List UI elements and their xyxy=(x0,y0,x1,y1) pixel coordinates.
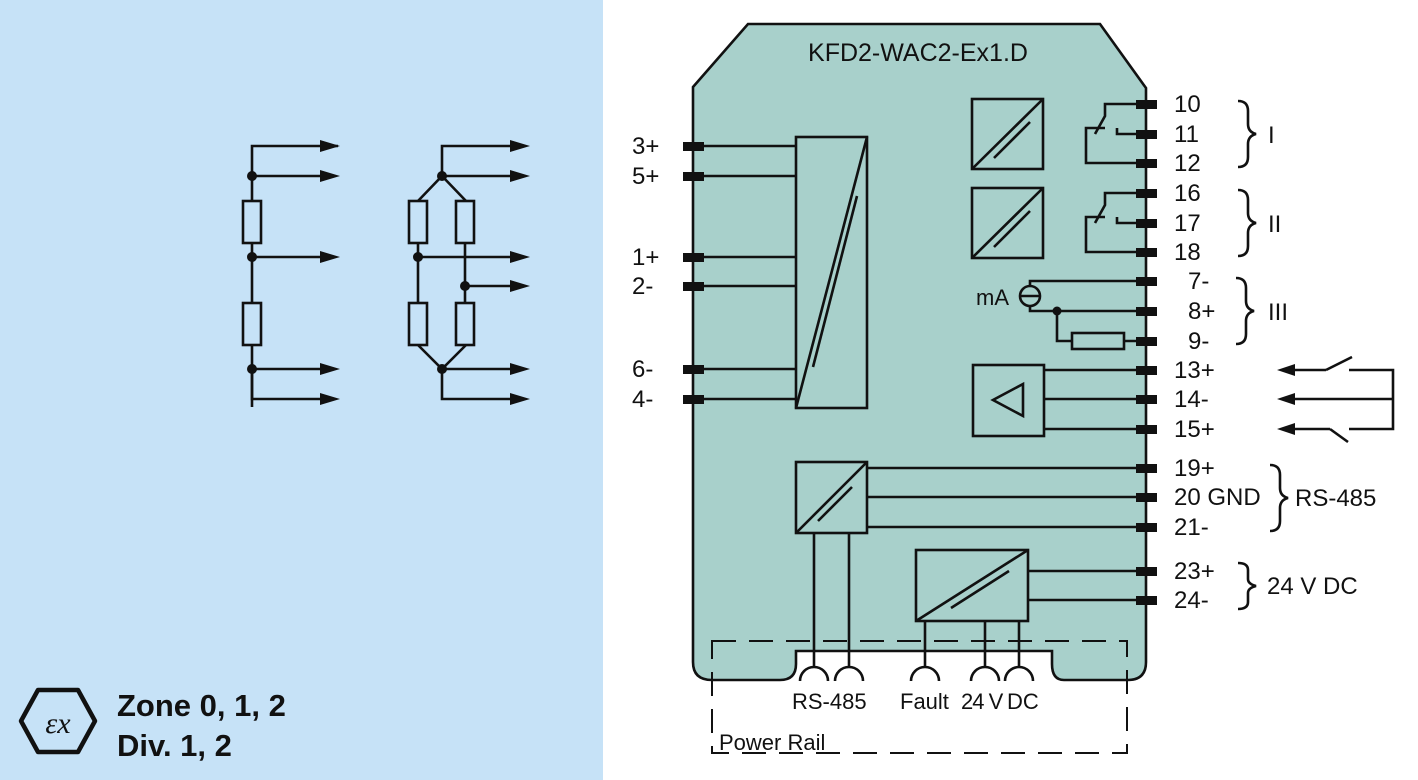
arrow-icon xyxy=(320,363,340,375)
terminal-label: 10 xyxy=(1174,91,1201,118)
group-label-relay-1: I xyxy=(1268,122,1275,149)
terminal[interactable] xyxy=(1136,596,1157,605)
terminal[interactable] xyxy=(1136,464,1157,473)
terminal-label: 5+ xyxy=(632,163,659,190)
terminal-label: 16 xyxy=(1174,180,1201,207)
resistor-icon xyxy=(407,199,429,245)
resistor-icon xyxy=(241,199,263,245)
left-terminals xyxy=(683,142,704,404)
left-terminal-wires xyxy=(693,144,796,401)
rail-label-rs485: RS-485 xyxy=(792,689,867,714)
terminal[interactable] xyxy=(683,395,704,404)
terminal-label: 14- xyxy=(1174,386,1209,413)
external-switch-circuit xyxy=(1277,355,1395,444)
terminal[interactable] xyxy=(1136,100,1157,109)
terminal[interactable] xyxy=(1136,277,1157,286)
terminal[interactable] xyxy=(1136,219,1157,228)
terminal[interactable] xyxy=(1136,395,1157,404)
terminal-label: 12 xyxy=(1174,150,1201,177)
terminal[interactable] xyxy=(683,142,704,151)
ma-label: mA xyxy=(976,285,1009,310)
terminal[interactable] xyxy=(1136,189,1157,198)
terminal[interactable] xyxy=(683,365,704,374)
terminal[interactable] xyxy=(1136,493,1157,502)
group-label-current-output: III xyxy=(1268,299,1288,326)
potentiometer-circuit xyxy=(241,140,340,407)
rail-label-fault: Fault xyxy=(900,689,949,714)
arrow-icon xyxy=(510,170,530,182)
arrow-icon xyxy=(1277,423,1295,435)
arrow-icon xyxy=(510,251,530,263)
terminal[interactable] xyxy=(1136,337,1157,346)
arrow-icon xyxy=(510,140,530,152)
group-label-rs485: RS-485 xyxy=(1295,485,1376,512)
power-rail-label: Power Rail xyxy=(719,730,825,755)
arrow-icon xyxy=(1277,393,1295,405)
arrow-icon xyxy=(1277,364,1295,376)
terminal-label: 18 xyxy=(1174,239,1201,266)
power-rail-contacts xyxy=(798,665,1035,682)
terminal[interactable] xyxy=(1136,425,1157,434)
resistor-icon xyxy=(241,301,263,347)
control-input-block xyxy=(971,363,1046,438)
terminal-label: 7- xyxy=(1188,268,1209,295)
group-label-relay-2: II xyxy=(1268,211,1281,238)
terminal[interactable] xyxy=(1136,159,1157,168)
terminal-label: 6- xyxy=(632,356,653,383)
arrow-icon xyxy=(320,170,340,182)
terminal-label: 11 xyxy=(1174,121,1199,148)
switch-icon xyxy=(1325,355,1353,372)
device-title: KFD2-WAC2-Ex1.D xyxy=(808,39,1028,67)
group-label-power: 24 V DC xyxy=(1267,573,1358,600)
power-rail-boundary xyxy=(711,640,1128,754)
current-output-circuit xyxy=(1018,279,1146,351)
sensor-connection-panel xyxy=(0,0,603,780)
terminal-label: 9- xyxy=(1188,328,1209,355)
arrow-icon xyxy=(510,393,530,405)
terminal[interactable] xyxy=(1136,523,1157,532)
terminal-label: 8+ xyxy=(1188,298,1215,325)
right-terminals xyxy=(1136,100,1157,605)
ex-hexagon-icon: εx xyxy=(18,687,98,755)
amplifier-icon xyxy=(990,381,1025,419)
switch-icon xyxy=(1329,427,1349,444)
terminal-label: 21- xyxy=(1174,514,1209,541)
terminal-label: 15+ xyxy=(1174,416,1215,443)
terminal-label: 20 GND xyxy=(1174,484,1261,511)
terminal[interactable] xyxy=(1136,366,1157,375)
terminal[interactable] xyxy=(1136,567,1157,576)
terminal-label: 3+ xyxy=(632,133,659,160)
resistor-icon xyxy=(454,301,476,347)
division-rating: Div. 1, 2 xyxy=(117,728,232,763)
terminal-label: 4- xyxy=(632,386,653,413)
terminal-label: 13+ xyxy=(1174,357,1215,384)
terminal-label: 17 xyxy=(1174,210,1201,237)
terminal[interactable] xyxy=(683,282,704,291)
zone-rating: Zone 0, 1, 2 xyxy=(117,688,286,723)
rail-label-dc: DC xyxy=(1007,689,1039,714)
terminal-label: 24- xyxy=(1174,587,1209,614)
svg-text:εx: εx xyxy=(45,707,71,740)
terminal-label: 1+ xyxy=(632,244,659,271)
resistor-icon xyxy=(407,301,429,347)
terminal-label: 2- xyxy=(632,273,653,300)
arrow-icon xyxy=(320,140,340,152)
terminal-label: 19+ xyxy=(1174,455,1215,482)
arrow-icon xyxy=(320,251,340,263)
arrow-icon xyxy=(510,363,530,375)
bridge-circuit xyxy=(407,140,530,405)
resistor-icon xyxy=(1070,331,1126,351)
arrow-icon xyxy=(510,280,530,292)
rail-label-24v: 24 V xyxy=(961,689,1004,714)
terminal[interactable] xyxy=(683,172,704,181)
terminal[interactable] xyxy=(683,253,704,262)
arrow-icon xyxy=(320,393,340,405)
terminal-label: 23+ xyxy=(1174,558,1215,585)
brace-icon xyxy=(1235,99,1289,611)
terminal[interactable] xyxy=(1136,307,1157,316)
terminal[interactable] xyxy=(1136,248,1157,257)
terminal[interactable] xyxy=(1136,130,1157,139)
resistor-icon xyxy=(454,199,476,245)
